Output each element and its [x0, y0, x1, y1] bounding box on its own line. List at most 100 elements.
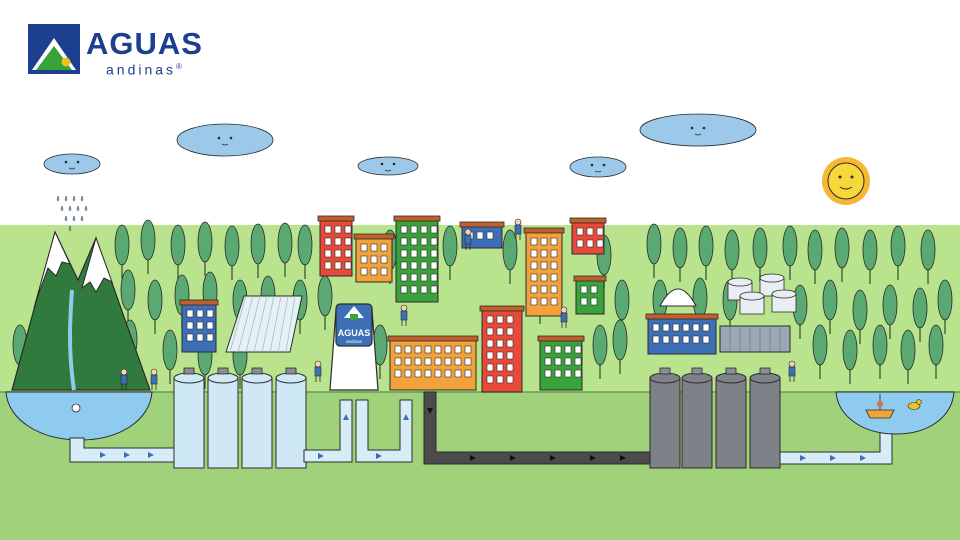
flow-arrow-icon: [590, 455, 596, 461]
flow-arrow-icon: [427, 408, 433, 414]
flow-arrow-icon: [403, 414, 409, 420]
tree-icon: [852, 289, 868, 344]
tree-icon: [920, 229, 936, 284]
tree-icon: [812, 324, 828, 379]
tree-icon: [862, 229, 878, 284]
storage-tank-icon: [749, 367, 781, 469]
flow-arrow-icon: [510, 455, 516, 461]
building-icon: [393, 215, 441, 303]
flow-arrows: [100, 408, 866, 461]
building-icon: [645, 313, 719, 355]
cloud-icon: [639, 113, 757, 147]
brand-logo: AGUAS andinas®: [28, 24, 228, 78]
building-icon: [179, 299, 219, 353]
flow-arrow-icon: [343, 414, 349, 420]
building-icon: [573, 275, 607, 315]
tree-icon: [612, 319, 628, 374]
flow-arrow-icon: [376, 453, 382, 459]
tree-icon: [277, 222, 293, 277]
tree-icon: [882, 284, 898, 339]
person-icon: [464, 228, 472, 250]
building-icon: [459, 221, 505, 249]
rain-drop: [76, 205, 80, 212]
tank-label-tagline: andinas: [346, 339, 363, 344]
tree-icon: [807, 229, 823, 284]
logo-wordmark: AGUAS: [86, 26, 203, 61]
clouds: [43, 113, 757, 178]
rain-drop: [68, 205, 72, 212]
tree-icon: [120, 269, 136, 324]
tree-icon: [782, 225, 798, 280]
building-icon: [317, 215, 355, 277]
tree-icon: [698, 225, 714, 280]
building-icon: [523, 227, 565, 317]
rain-drop: [84, 205, 88, 212]
rain-drop: [60, 205, 64, 212]
storage-tank-icon: [173, 367, 205, 469]
person-icon: [560, 306, 568, 328]
flow-arrow-icon: [124, 452, 130, 458]
person-icon: [120, 368, 128, 390]
building-icon: [353, 233, 395, 283]
tree-icon: [890, 225, 906, 280]
tree-icon: [822, 279, 838, 334]
grass-lower: [0, 392, 960, 540]
tree-icon: [197, 221, 213, 276]
storage-tank-icon: [681, 367, 713, 469]
tree-icon: [114, 224, 130, 279]
rain-drops: [56, 195, 88, 232]
storage-tank-icon: [207, 367, 239, 469]
tree-icon: [937, 279, 953, 334]
silo-icon: [727, 273, 797, 315]
cloud-icon: [357, 156, 419, 176]
lake-icon: [835, 391, 955, 435]
tree-icon: [147, 279, 163, 334]
rain-drop: [80, 195, 84, 202]
person-icon: [514, 218, 522, 240]
person-icon: [314, 360, 322, 382]
flow-arrow-icon: [470, 455, 476, 461]
tree-icon: [912, 287, 928, 342]
cloud-icon: [43, 153, 101, 175]
tree-icon: [250, 223, 266, 278]
tree-icon: [140, 219, 156, 274]
wastewater-tanks: [649, 367, 781, 469]
person-icon: [788, 360, 796, 382]
tree-icon: [842, 329, 858, 384]
flow-arrow-icon: [550, 455, 556, 461]
storage-tank-icon: [649, 367, 681, 469]
building-icon: [479, 305, 525, 393]
storage-tank-icon: [715, 367, 747, 469]
tree-icon: [900, 329, 916, 384]
person-icon: [150, 368, 158, 390]
storage-tank-icon: [241, 367, 273, 469]
tree-icon: [502, 229, 518, 284]
flow-arrow-icon: [830, 455, 836, 461]
rain-drop: [80, 215, 84, 222]
tree-icon: [592, 324, 608, 379]
sky-background: [0, 0, 960, 230]
mountain-icon: [11, 230, 151, 391]
tree-icon: [646, 223, 662, 278]
rain-drop: [56, 195, 60, 202]
tank-label-name: AGUAS: [338, 328, 371, 338]
flow-arrow-icon: [100, 452, 106, 458]
logo-mark-icon: [28, 24, 80, 74]
rain-drop: [64, 195, 68, 202]
solar-panel-icon: [719, 325, 791, 353]
rain-drop: [68, 225, 72, 232]
town: [179, 215, 797, 393]
tree-icon: [170, 224, 186, 279]
flow-arrow-icon: [318, 453, 324, 459]
tree-icon: [752, 227, 768, 282]
tree-icon: [928, 324, 944, 379]
tree-icon: [162, 329, 178, 384]
cloud-icon: [569, 156, 627, 178]
person-icon: [400, 304, 408, 326]
dome-icon: [659, 288, 697, 307]
building-icon: [537, 335, 585, 391]
logo-tagline: andinas®: [106, 59, 182, 78]
clean-pipe: [303, 399, 413, 463]
